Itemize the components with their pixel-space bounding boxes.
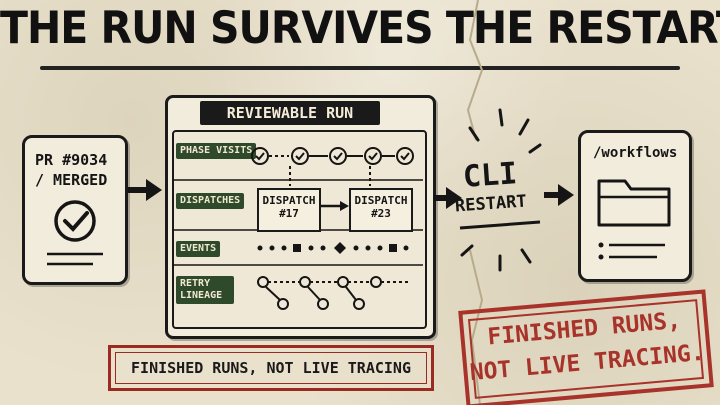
pr-card: PR #9034 / MERGED bbox=[22, 135, 128, 285]
diagram-title: THE RUN SURVIVES THE RESTART bbox=[0, 2, 720, 54]
merged-check-icon bbox=[47, 200, 103, 266]
workflows-path: /workflows bbox=[593, 145, 678, 161]
workflows-card: /workflows bbox=[578, 130, 692, 282]
dispatch-17-box: DISPATCH #17 bbox=[257, 188, 321, 232]
stamp-small-text: FINISHED RUNS, NOT LIVE TRACING bbox=[131, 359, 411, 377]
dispatch-23-box: DISPATCH #23 bbox=[349, 188, 413, 232]
row-label-phase-visits: PHASE VISITS bbox=[176, 143, 257, 159]
folder-icon bbox=[597, 179, 671, 260]
stamp-small: FINISHED RUNS, NOT LIVE TRACING bbox=[108, 345, 434, 391]
pr-card-text: PR #9034 / MERGED bbox=[35, 150, 107, 190]
pr-number: PR #9034 bbox=[35, 151, 108, 169]
cli-label: CLI bbox=[461, 156, 519, 195]
title-underline bbox=[40, 66, 680, 70]
phase-visit-checks-icon bbox=[251, 147, 414, 186]
event-markers-icon bbox=[257, 242, 409, 254]
stamp-small-border bbox=[115, 352, 427, 384]
retry-lineage-icon bbox=[257, 276, 410, 310]
stamp-big: FINISHED RUNS, NOT LIVE TRACING. bbox=[458, 289, 714, 405]
reviewable-run-label: REVIEWABLE RUN bbox=[200, 101, 380, 125]
row-label-events: EVENTS bbox=[176, 241, 221, 257]
pr-status: / MERGED bbox=[35, 171, 108, 189]
row-label-retry-lineage: RETRY LINEAGE bbox=[176, 276, 234, 304]
row-label-dispatches: DISPATCHES bbox=[176, 193, 245, 209]
burst-lines-icon bbox=[460, 108, 542, 272]
